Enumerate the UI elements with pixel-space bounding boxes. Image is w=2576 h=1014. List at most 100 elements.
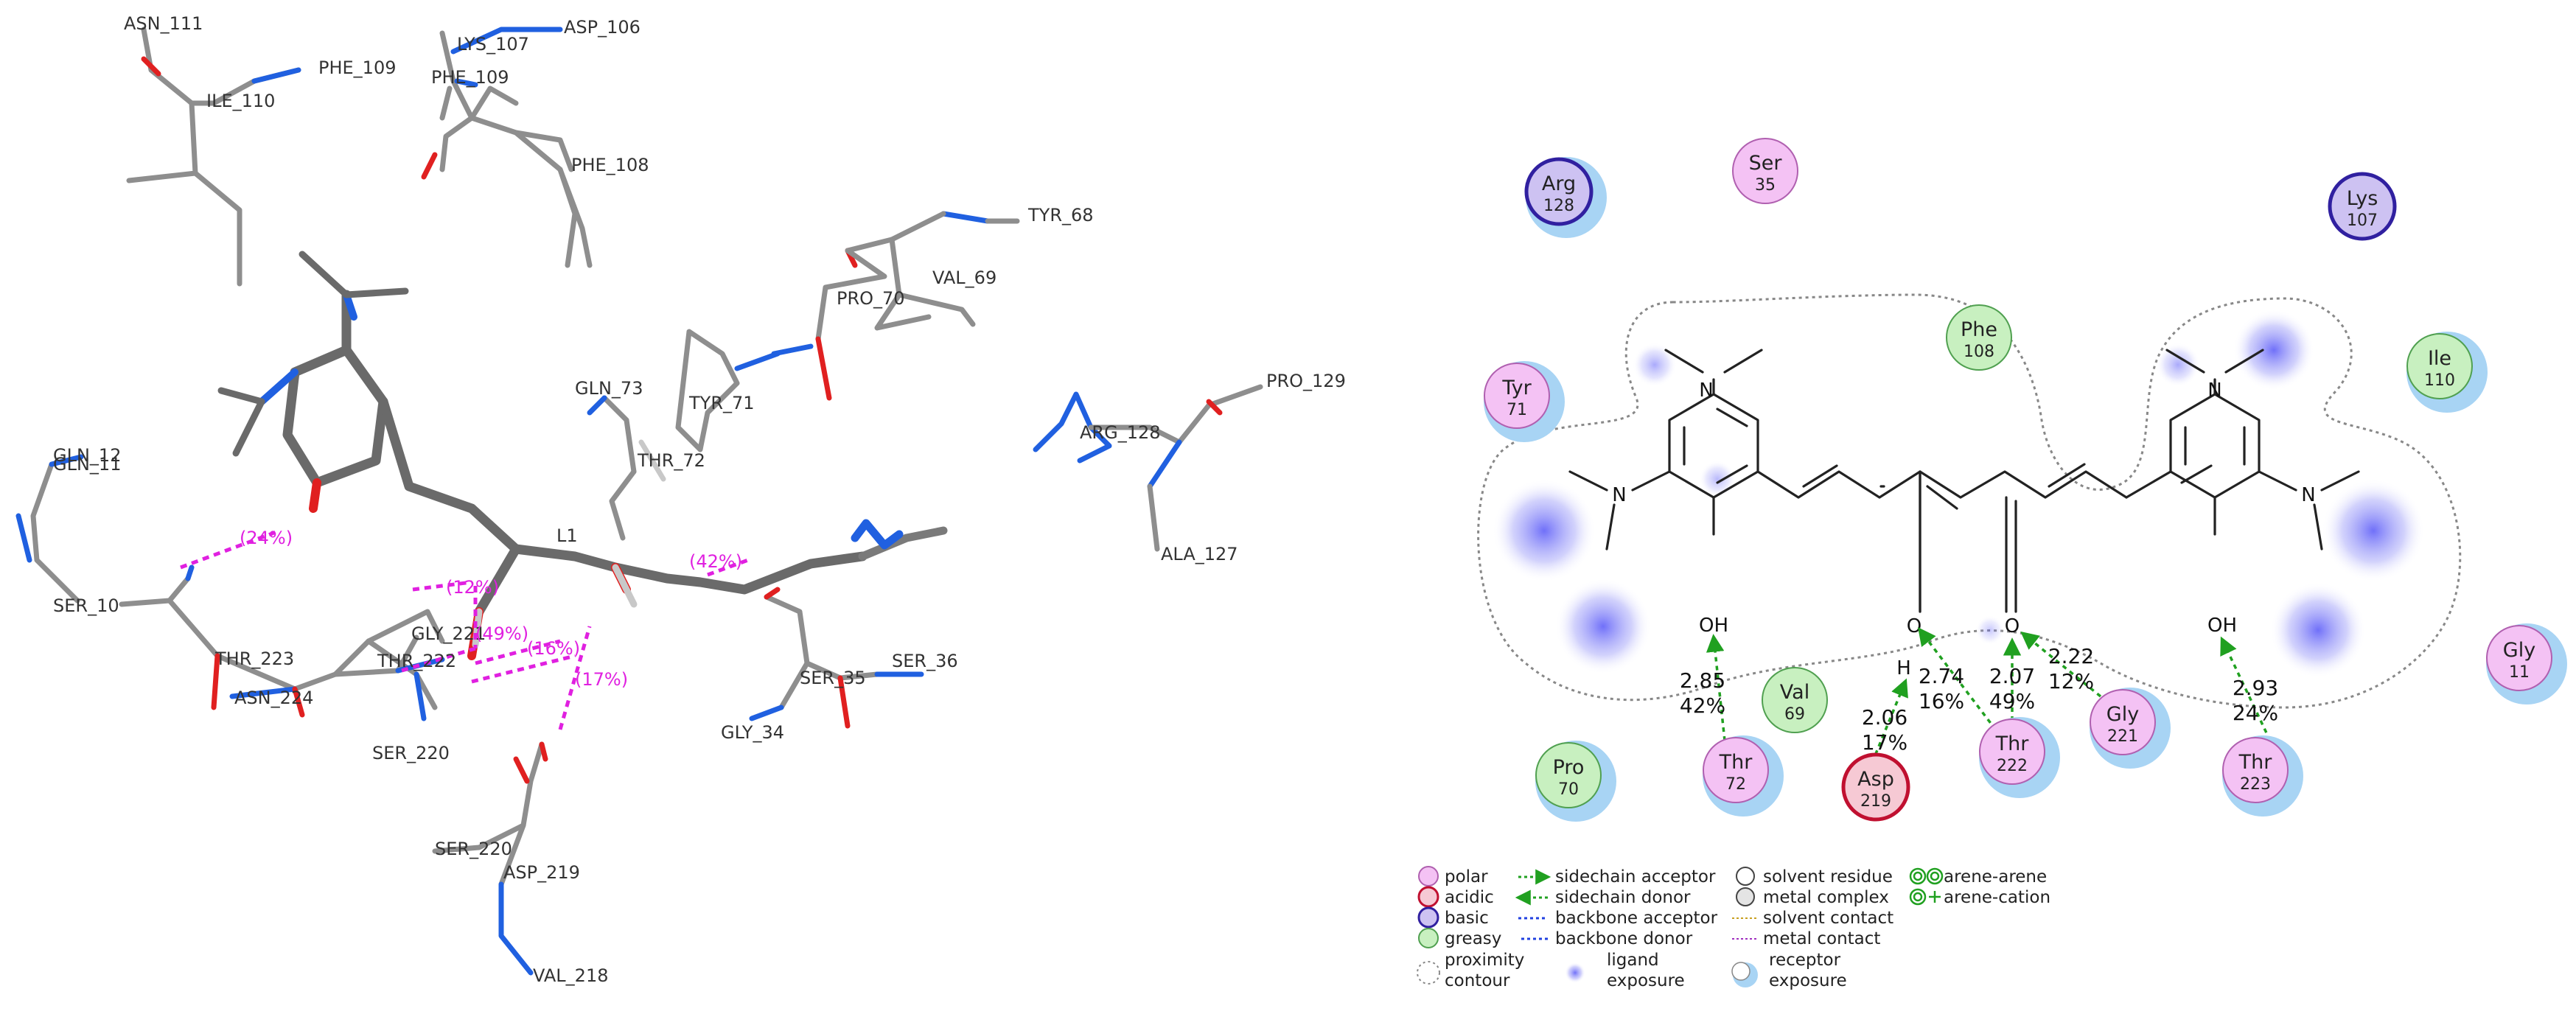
ligand-exposure-blob [1699,461,1736,497]
legend-greasy-swatch [1418,928,1439,948]
legend-receptor-exposure: exposure [1769,971,1847,990]
label-val69: VAL_69 [932,268,996,288]
residue-name: Arg [1542,172,1576,195]
ligand-sticks [217,251,948,660]
residue-disc [1703,737,1769,803]
label-asn111: ASN_111 [124,13,203,34]
label-gly34: GLY_34 [721,722,784,743]
ligand-exposure-blob [1633,343,1677,387]
residue-disc [1484,363,1550,429]
label-thr223: THR_223 [214,648,294,669]
2d-interaction-map-panel: N N OH O H O N N OH 2.85 42% 2.06 17% 2.… [1417,138,2567,990]
atom-o-enol: O [1907,615,1921,637]
label-ile110: ILE_110 [206,91,275,111]
hbond-thr222b-percent: 49% [1989,689,2035,713]
ligand-exposure-blob [2233,310,2314,391]
atom-n-top-left: N [1699,380,1713,402]
residue-disc [1524,157,1594,226]
residue-number: 70 [1558,780,1579,799]
atom-n-left: N [1612,484,1626,506]
protein-sticks [15,27,1263,976]
label-val218: VAL_218 [533,965,608,986]
residue-number: 128 [1543,197,1574,215]
residue-name: Asp [1857,768,1894,791]
label-gln11: GLN_11 [53,454,121,475]
label-tyr68: TYR_68 [1027,205,1094,225]
residue-number: 219 [1860,792,1891,811]
legend-arene-cation: arene-cation [1944,888,2050,907]
label-ser10: SER_10 [53,595,119,616]
residue-name: Ile [2428,347,2451,370]
residue-name: Lys [2347,187,2378,210]
hbond-gly221-percent: 12% [2048,669,2094,693]
label-lys107: LYS_107 [457,34,529,55]
label-ser35: SER_35 [800,668,866,688]
ligand-exposure-blob [1975,615,2005,645]
label-gln73: GLN_73 [575,378,643,399]
residue-disc [2486,625,2552,691]
residue-labels-3d: ASN_111 ILE_110 PHE_109 LYS_107 ASP_106 … [53,13,1346,986]
ligand-exposure-blob [2322,479,2425,582]
residue-number: 110 [2424,371,2455,390]
residue-name: Ser [1749,152,1783,175]
legend-backbone-donor: backbone donor [1555,929,1693,948]
legend-acidic: acidic [1445,888,1494,907]
pct-16: (16%) [527,638,580,659]
label-phe109-b: PHE_109 [431,67,509,88]
pct-49: (49%) [475,623,528,644]
pct-17: (17%) [575,669,628,690]
residue-disc [1979,718,2045,785]
residue-disc [2090,689,2156,755]
residue-disc [2328,172,2397,241]
ligand-exposure-blob [1555,578,1651,674]
residue-number: 35 [1755,176,1776,195]
legend-proximity-swatch [1417,961,1440,985]
hbond-thr72-percent: 42% [1680,693,1725,718]
legend-sidechain-acceptor: sidechain acceptor [1555,867,1716,887]
residue-name: Val [1780,681,1809,704]
legend-solvent-residue-swatch [1736,867,1755,886]
label-thr222: THR_222 [377,651,456,671]
ligand-exposure-blob [2156,343,2200,387]
atom-n-top-right: N [2207,380,2221,402]
ligand-exposure-blob [1493,479,1596,582]
residue-arg128: Arg 128 [1524,157,1607,238]
hbond-thr72-distance: 2.85 [1680,668,1725,693]
residue-number: 11 [2509,663,2530,682]
ligand-exposure-blob [2270,582,2366,678]
legend-receptor-exposure-disc [1731,962,1751,981]
legend-arene-arene-icon [1909,867,1944,885]
legend-proximity: proximity [1445,951,1524,970]
legend-polar: polar [1445,867,1488,887]
residue-disc [2222,737,2289,803]
residue-number: 221 [2107,727,2138,746]
legend-metal-complex: metal complex [1763,888,1889,907]
atom-oh-left: OH [1699,615,1728,637]
label-ser220-b: SER_220 [435,839,512,859]
legend-solvent-residue: solvent residue [1763,867,1893,887]
label-gly221: GLY_221 [411,623,486,644]
hbond-asp219-distance: 2.06 [1862,705,1907,730]
ligand-2d-structure [1568,349,2360,613]
label-ala127: ALA_127 [1161,544,1238,564]
hbond-thr222b-distance: 2.07 [1989,664,2035,688]
label-asp219: ASP_219 [503,862,580,883]
legend-receptor: receptor [1769,951,1841,970]
legend-greasy: greasy [1445,929,1501,948]
residue-name: Gly [2503,639,2535,662]
residue-number: 72 [1725,775,1746,794]
label-pro70: PRO_70 [837,288,905,309]
hbond-thr222a-percent: 16% [1919,689,1964,713]
label-arg128: ARG_128 [1080,422,1161,443]
hbond-thr223-distance: 2.93 [2233,676,2278,700]
legend: polar acidic basic greasy proximity cont… [1417,866,2050,990]
